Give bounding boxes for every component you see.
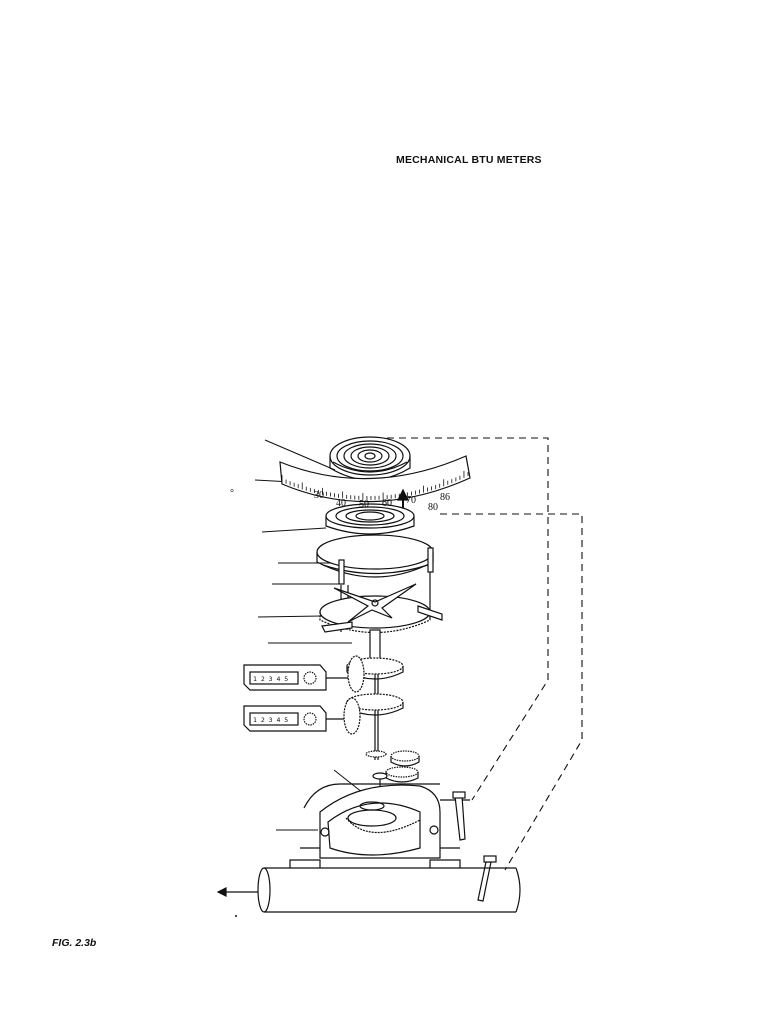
figure-label: FIG. 2.3b [52,937,97,949]
scale-number: 70 [406,495,416,506]
scale-number: 30 [314,490,324,501]
pipe-temperature-sensor [477,855,497,902]
capillary-dashed-lines [375,437,583,871]
flow-meter-housing [300,783,470,859]
counter-gear-2 [343,693,404,735]
section-header: MECHANICAL BTU METERS [396,154,542,166]
leader-lines [254,439,373,831]
counter-gear-1 [346,655,404,693]
main-gear [319,583,443,633]
inlet-temperature-sensor [452,791,466,841]
drive-gears [365,750,420,798]
scale-number: 86 [440,492,450,503]
spiral-spring-icon [329,436,411,481]
scale-numbers: 30 40 50 60 70 80 86 [314,490,450,513]
upper-disk [316,534,434,578]
svg-text:°: ° [230,488,234,499]
btu-counter-2 [243,705,344,732]
scale-number: 40 [336,498,346,509]
btu-counter-1 [243,664,348,691]
scale-number: 80 [428,502,438,513]
second-spring-icon [325,503,415,552]
counter-digits: 1 2 3 4 5 [253,675,288,683]
scale-number: 60 [382,498,392,509]
counter-digits: 1 2 3 4 5 [253,716,288,724]
scale-number: 50 [359,499,369,510]
pipe [257,859,521,913]
flow-direction-arrow-icon [216,887,258,897]
temperature-scale [279,455,471,503]
